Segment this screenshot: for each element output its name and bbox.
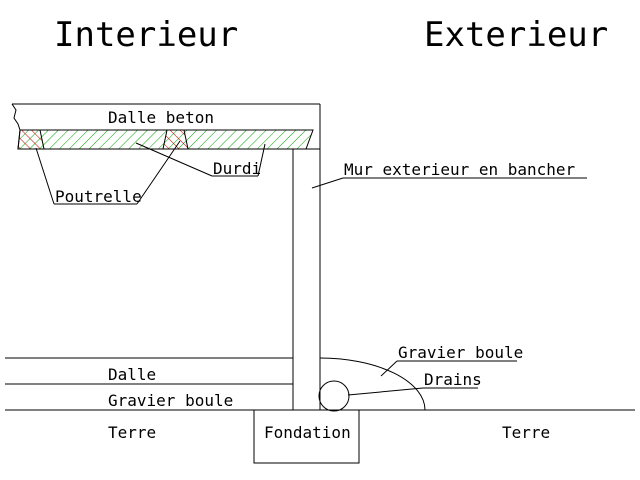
label-gravel-exterior: Gravier boule [398, 343, 523, 362]
joist-section-left [17, 129, 45, 150]
label-gravel-interior: Gravier boule [108, 391, 233, 410]
leader-wall [311, 177, 587, 189]
label-poutrelle: Poutrelle [55, 187, 142, 206]
label-earth-left: Terre [108, 423, 156, 442]
label-slab: Dalle beton [108, 108, 214, 127]
exterior-wall [292, 104, 321, 410]
label-wall: Mur exterieur en bancher [344, 160, 576, 179]
label-floor-slab: Dalle [108, 365, 156, 384]
leader-drains [347, 387, 478, 396]
label-earth-right: Terre [502, 423, 550, 442]
leader-gravel [380, 360, 517, 377]
leader-durdi [135, 142, 266, 177]
title-interior: Interieur [54, 15, 238, 55]
label-durdi: Durdi [213, 159, 261, 178]
hollow-block-layer [17, 129, 314, 150]
joist-section-middle [162, 129, 189, 150]
title-exterior: Exterieur [424, 15, 608, 55]
foundation-block [253, 409, 360, 464]
label-foundation: Fondation [264, 423, 351, 442]
leader-poutrelle [35, 140, 181, 205]
gravel-mound [319, 357, 426, 411]
drain-pipe [318, 380, 350, 412]
label-drains: Drains [424, 370, 482, 389]
